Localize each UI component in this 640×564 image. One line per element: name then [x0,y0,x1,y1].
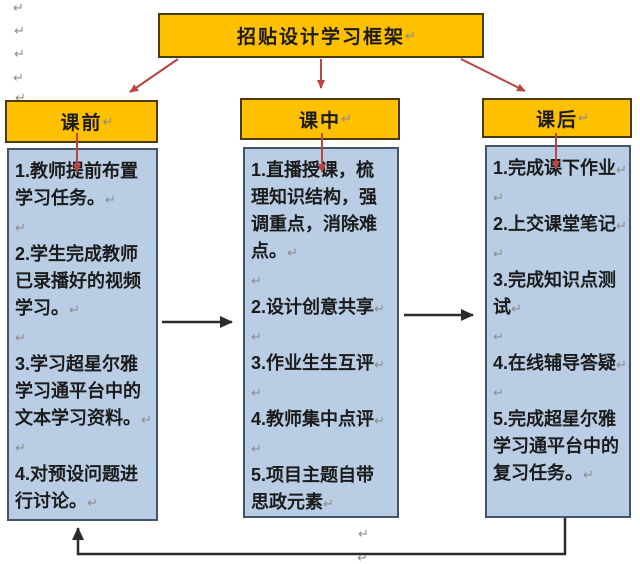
pre-class-header-box[interactable]: 课前↵ [5,100,158,143]
list-item: 3.学习超星尔雅学习通平台中的文本学习资料。↵ [15,354,152,428]
list-item: 2.学生完成教师已录播好的视频学习。↵ [15,244,141,318]
empty-line: ↵ [251,329,262,344]
list-item-text: 1.完成课下作业 [493,158,617,178]
list-item: 1.完成课下作业↵ [493,158,627,178]
list-item-text: 2.上交课堂笔记 [493,214,617,234]
list-item-text: 1.直播授课，梳理知识结构，强调重点，消除难点。 [251,160,377,261]
empty-line: ↵ [493,329,504,344]
list-item-text: 3.完成知识点测试 [493,270,617,317]
paragraph-return-mark-icon: ↵ [14,46,25,61]
during-class-content-box[interactable]: 1.直播授课，梳理知识结构，强调重点，消除难点。↵ ↵ 2.设计创意共享↵ ↵ … [243,147,399,518]
empty-line: ↵ [493,190,504,205]
list-item-text: 2.设计创意共享 [251,297,375,317]
list-item-text: 2.学生完成教师已录播好的视频学习。 [15,244,141,318]
title-to-post-arrow [460,58,526,92]
paragraph-return-mark-icon: ↵ [358,526,369,541]
list-item-text: 1.教师提前布置学习任务。 [15,161,139,208]
list-item: 2.设计创意共享↵ [251,297,385,317]
pre-class-content-box[interactable]: 1.教师提前布置学习任务。↵ ↵ 2.学生完成教师已录播好的视频学习。↵ ↵ 3… [7,148,158,521]
list-item-text: 4.在线辅导答疑 [493,353,617,373]
list-item: 2.上交课堂笔记↵ [493,214,627,234]
empty-line: ↵ [15,440,26,455]
during-class-header-box[interactable]: 课中↵ [240,98,400,140]
empty-line: ↵ [493,246,504,261]
list-item: 1.直播授课，梳理知识结构，强调重点，消除难点。↵ [251,160,377,261]
empty-line: ↵ [15,330,26,345]
list-item: 5.项目主题自带思政元素↵ [251,465,375,512]
pre-class-header-label: 课前 [60,113,103,134]
paragraph-return-mark-icon: ↵ [357,550,368,564]
during-class-header-label: 课中 [298,110,341,132]
empty-line: ↵ [251,385,262,400]
diagram-title: 招贴设计学习框架 [236,27,405,48]
diagram-title-box[interactable]: 招贴设计学习框架↵ [158,13,484,58]
list-item-text: 5.完成超星尔雅学习通平台中的复习任务。 [493,409,619,483]
list-item: 3.作业生生互评↵ [251,353,385,373]
post-class-header-box[interactable]: 课后↵ [482,98,632,138]
list-item-text: 3.作业生生互评 [251,353,375,373]
paragraph-return-mark-icon: ↵ [13,70,24,85]
list-item-text: 3.学习超星尔雅学习通平台中的文本学习资料。 [15,354,141,428]
empty-line: ↵ [251,273,262,288]
paragraph-return-mark-icon: ↵ [14,23,25,38]
post-class-content-box[interactable]: 1.完成课下作业↵ ↵ 2.上交课堂笔记↵ ↵ 3.完成知识点测试↵ ↵ 4.在… [485,145,631,518]
list-item: 4.在线辅导答疑↵ [493,353,627,373]
title-to-pre-arrow [129,58,179,93]
empty-line: ↵ [251,441,262,456]
empty-line: ↵ [15,220,26,235]
list-item-text: 4.对预设问题进行讨论。 [15,464,139,511]
list-item-text: 5.项目主题自带思政元素 [251,465,375,512]
paragraph-return-mark-icon: ↵ [15,90,26,105]
list-item: 4.对预设问题进行讨论。↵ [15,464,139,511]
post-class-header-label: 课后 [535,109,578,131]
paragraph-return-mark-icon: ↵ [13,0,24,15]
list-item: 1.教师提前布置学习任务。↵ [15,161,139,208]
list-item-text: 4.教师集中点评 [251,409,375,429]
list-item: 5.完成超星尔雅学习通平台中的复习任务。↵ [493,409,619,483]
list-item: 4.教师集中点评↵ [251,409,385,429]
empty-line: ↵ [493,385,504,400]
post-to-pre-feedback-arrow [72,518,567,556]
list-item: 3.完成知识点测试↵ [493,270,617,317]
